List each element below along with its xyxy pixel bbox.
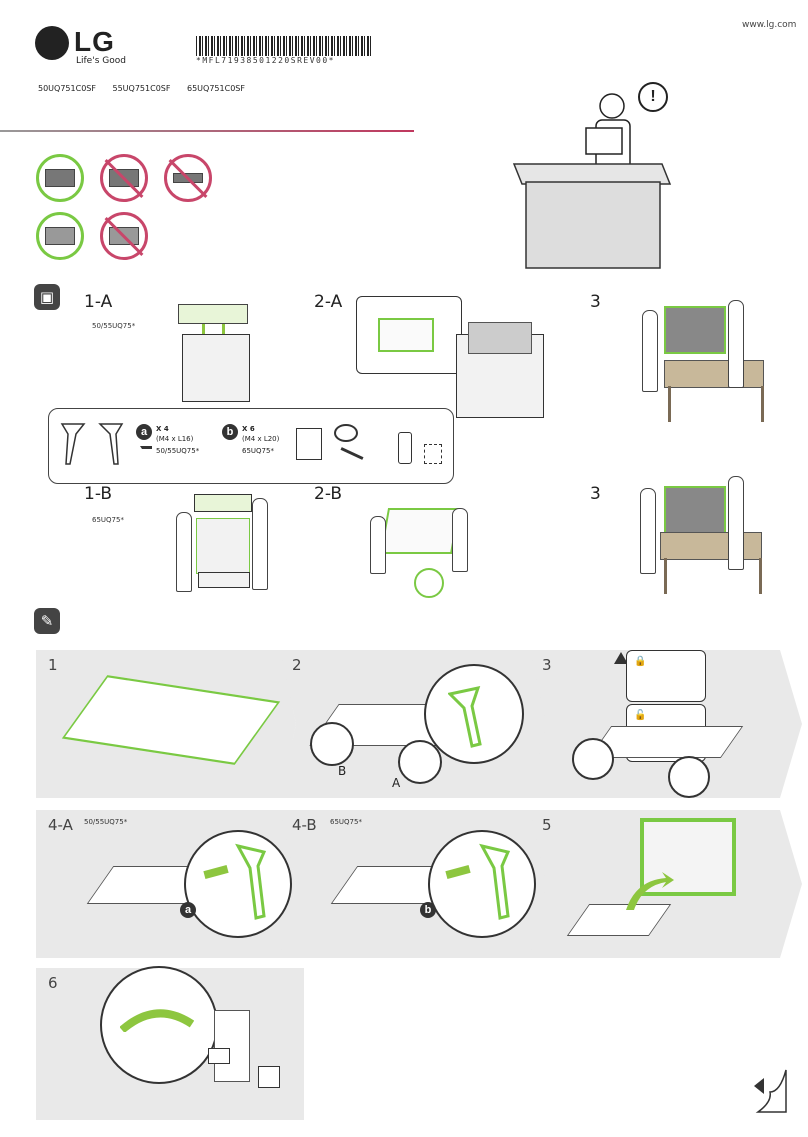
assembly-tool-icon: ✎ xyxy=(34,608,60,634)
barcode-text: *MFL71938501220SREV00* xyxy=(196,56,335,65)
person-right-2b xyxy=(452,508,468,572)
screw-a-badge-4a: a xyxy=(180,902,196,918)
person-right-3b xyxy=(728,476,744,570)
screw-a-qty: X 4 xyxy=(156,425,169,433)
foam-insert-1b xyxy=(194,494,252,512)
person-right-3a xyxy=(728,300,744,388)
unpack-box-icon: ▣ xyxy=(34,284,60,310)
lock-detail-box-top xyxy=(626,650,706,702)
step-2b-label: 2-B xyxy=(314,484,343,504)
warning-exclamation-icon: ! xyxy=(638,82,668,112)
person-left-1b xyxy=(176,512,192,592)
label-b: B xyxy=(338,764,347,778)
dont-press-panel-icon xyxy=(100,212,148,260)
warning-illustration xyxy=(512,84,672,274)
panel-1-number: 1 xyxy=(48,656,58,674)
lift-arrow-icon xyxy=(202,324,205,334)
step-3b-label: 3 xyxy=(590,484,601,504)
person-right-1b xyxy=(252,498,268,590)
do-grip-frame-icon xyxy=(36,212,84,260)
panel-4b-number: 4-B xyxy=(292,816,317,834)
box-base-1b xyxy=(198,572,250,588)
barcode xyxy=(196,36,372,56)
dont-lay-face-icon xyxy=(164,154,212,202)
rotate-arrow-icon xyxy=(622,872,674,912)
stand-leg-zoom-2 xyxy=(446,685,488,750)
power-cord-icon xyxy=(334,424,358,442)
screw-a-badge: a xyxy=(136,424,152,440)
person-left-2b xyxy=(370,516,386,574)
tv-in-box-2a xyxy=(468,322,532,354)
tv-back-6 xyxy=(214,1010,250,1082)
stand-leg-part-b xyxy=(96,420,126,468)
zoom-leg-b-2 xyxy=(310,722,354,766)
step-2a-label: 2-A xyxy=(314,292,343,312)
tv-box-1b xyxy=(196,518,250,574)
screw-b-badge: b xyxy=(222,424,238,440)
page-turn-icon[interactable] xyxy=(750,1066,790,1116)
open-box-1a xyxy=(182,334,250,402)
zoom-detail-2b xyxy=(414,568,444,598)
panel-6-number: 6 xyxy=(48,974,58,992)
screw-b-spec: (M4 x L20) xyxy=(242,435,280,443)
panel-4a-models: 50/55UQ75* xyxy=(84,818,128,826)
tv-panel-3a xyxy=(664,306,726,354)
unlock-icon-bottom: 🔓 xyxy=(634,710,647,721)
screw-b-models: 65UQ75* xyxy=(242,447,274,455)
zoom-leg-a-2 xyxy=(398,740,442,784)
person-left-3a xyxy=(642,310,658,392)
stand-leg-part-a xyxy=(58,420,88,468)
lg-logo-icon xyxy=(35,26,69,60)
caution-triangle-icon xyxy=(614,652,628,664)
panel-4a-number: 4-A xyxy=(48,816,73,834)
tv-panel-2a xyxy=(378,318,434,352)
step-1a-label: 1-A xyxy=(84,292,113,312)
label-a: A xyxy=(392,776,401,790)
website-url[interactable]: www.lg.com xyxy=(742,20,797,30)
table-legs-3a xyxy=(668,386,764,422)
stand-leg-zoom-4a xyxy=(234,842,274,922)
brand-logo-text: LG xyxy=(74,26,115,57)
dont-hold-screen-icon xyxy=(100,154,148,202)
power-plug-icon xyxy=(208,1048,230,1064)
step-1b-models: 65UQ75* xyxy=(92,516,124,524)
zoom-leg-right-3 xyxy=(668,756,710,798)
model-numbers: 50UQ751C0SF 55UQ751C0SF 65UQ751C0SF xyxy=(38,84,245,93)
tv-panel-2b xyxy=(379,508,461,554)
screw-a-spec: (M4 x L16) xyxy=(156,435,194,443)
table-3a xyxy=(664,360,764,388)
wall-outlet-icon xyxy=(258,1066,280,1088)
zoom-leg-left-3 xyxy=(572,738,614,780)
screw-a-icon xyxy=(140,446,152,465)
person-left-3b xyxy=(640,488,656,574)
remote-icon xyxy=(398,432,412,464)
tagline: Life's Good xyxy=(76,56,126,66)
screw-a-models: 50/55UQ75* xyxy=(156,447,200,455)
panel-5-number: 5 xyxy=(542,816,552,834)
panel-2-number: 2 xyxy=(292,656,302,674)
panel-4b-models: 65UQ75* xyxy=(330,818,362,826)
foam-insert xyxy=(178,304,248,324)
tv-panel-3b xyxy=(664,486,726,538)
zoom-cable-management-6 xyxy=(100,966,218,1084)
stand-leg-zoom-4b xyxy=(478,842,518,922)
step-1b-label: 1-B xyxy=(84,484,113,504)
manual-booklet-icon xyxy=(296,428,322,460)
screw-b-qty: X 6 xyxy=(242,425,255,433)
step-1a-models: 50/55UQ75* xyxy=(92,322,136,330)
batteries-icon xyxy=(424,444,442,464)
do-hold-edges-icon xyxy=(36,154,84,202)
table-legs-3b xyxy=(664,558,762,594)
panel-3-number: 3 xyxy=(542,656,552,674)
header-divider xyxy=(0,130,414,132)
cable-clip-6 xyxy=(119,1006,195,1034)
table-3b xyxy=(660,532,762,560)
screw-b-badge-4b: b xyxy=(420,902,436,918)
lift-arrow-icon-2 xyxy=(222,324,225,334)
step-3a-label: 3 xyxy=(590,292,601,312)
lock-icon-top: 🔒 xyxy=(634,656,647,667)
